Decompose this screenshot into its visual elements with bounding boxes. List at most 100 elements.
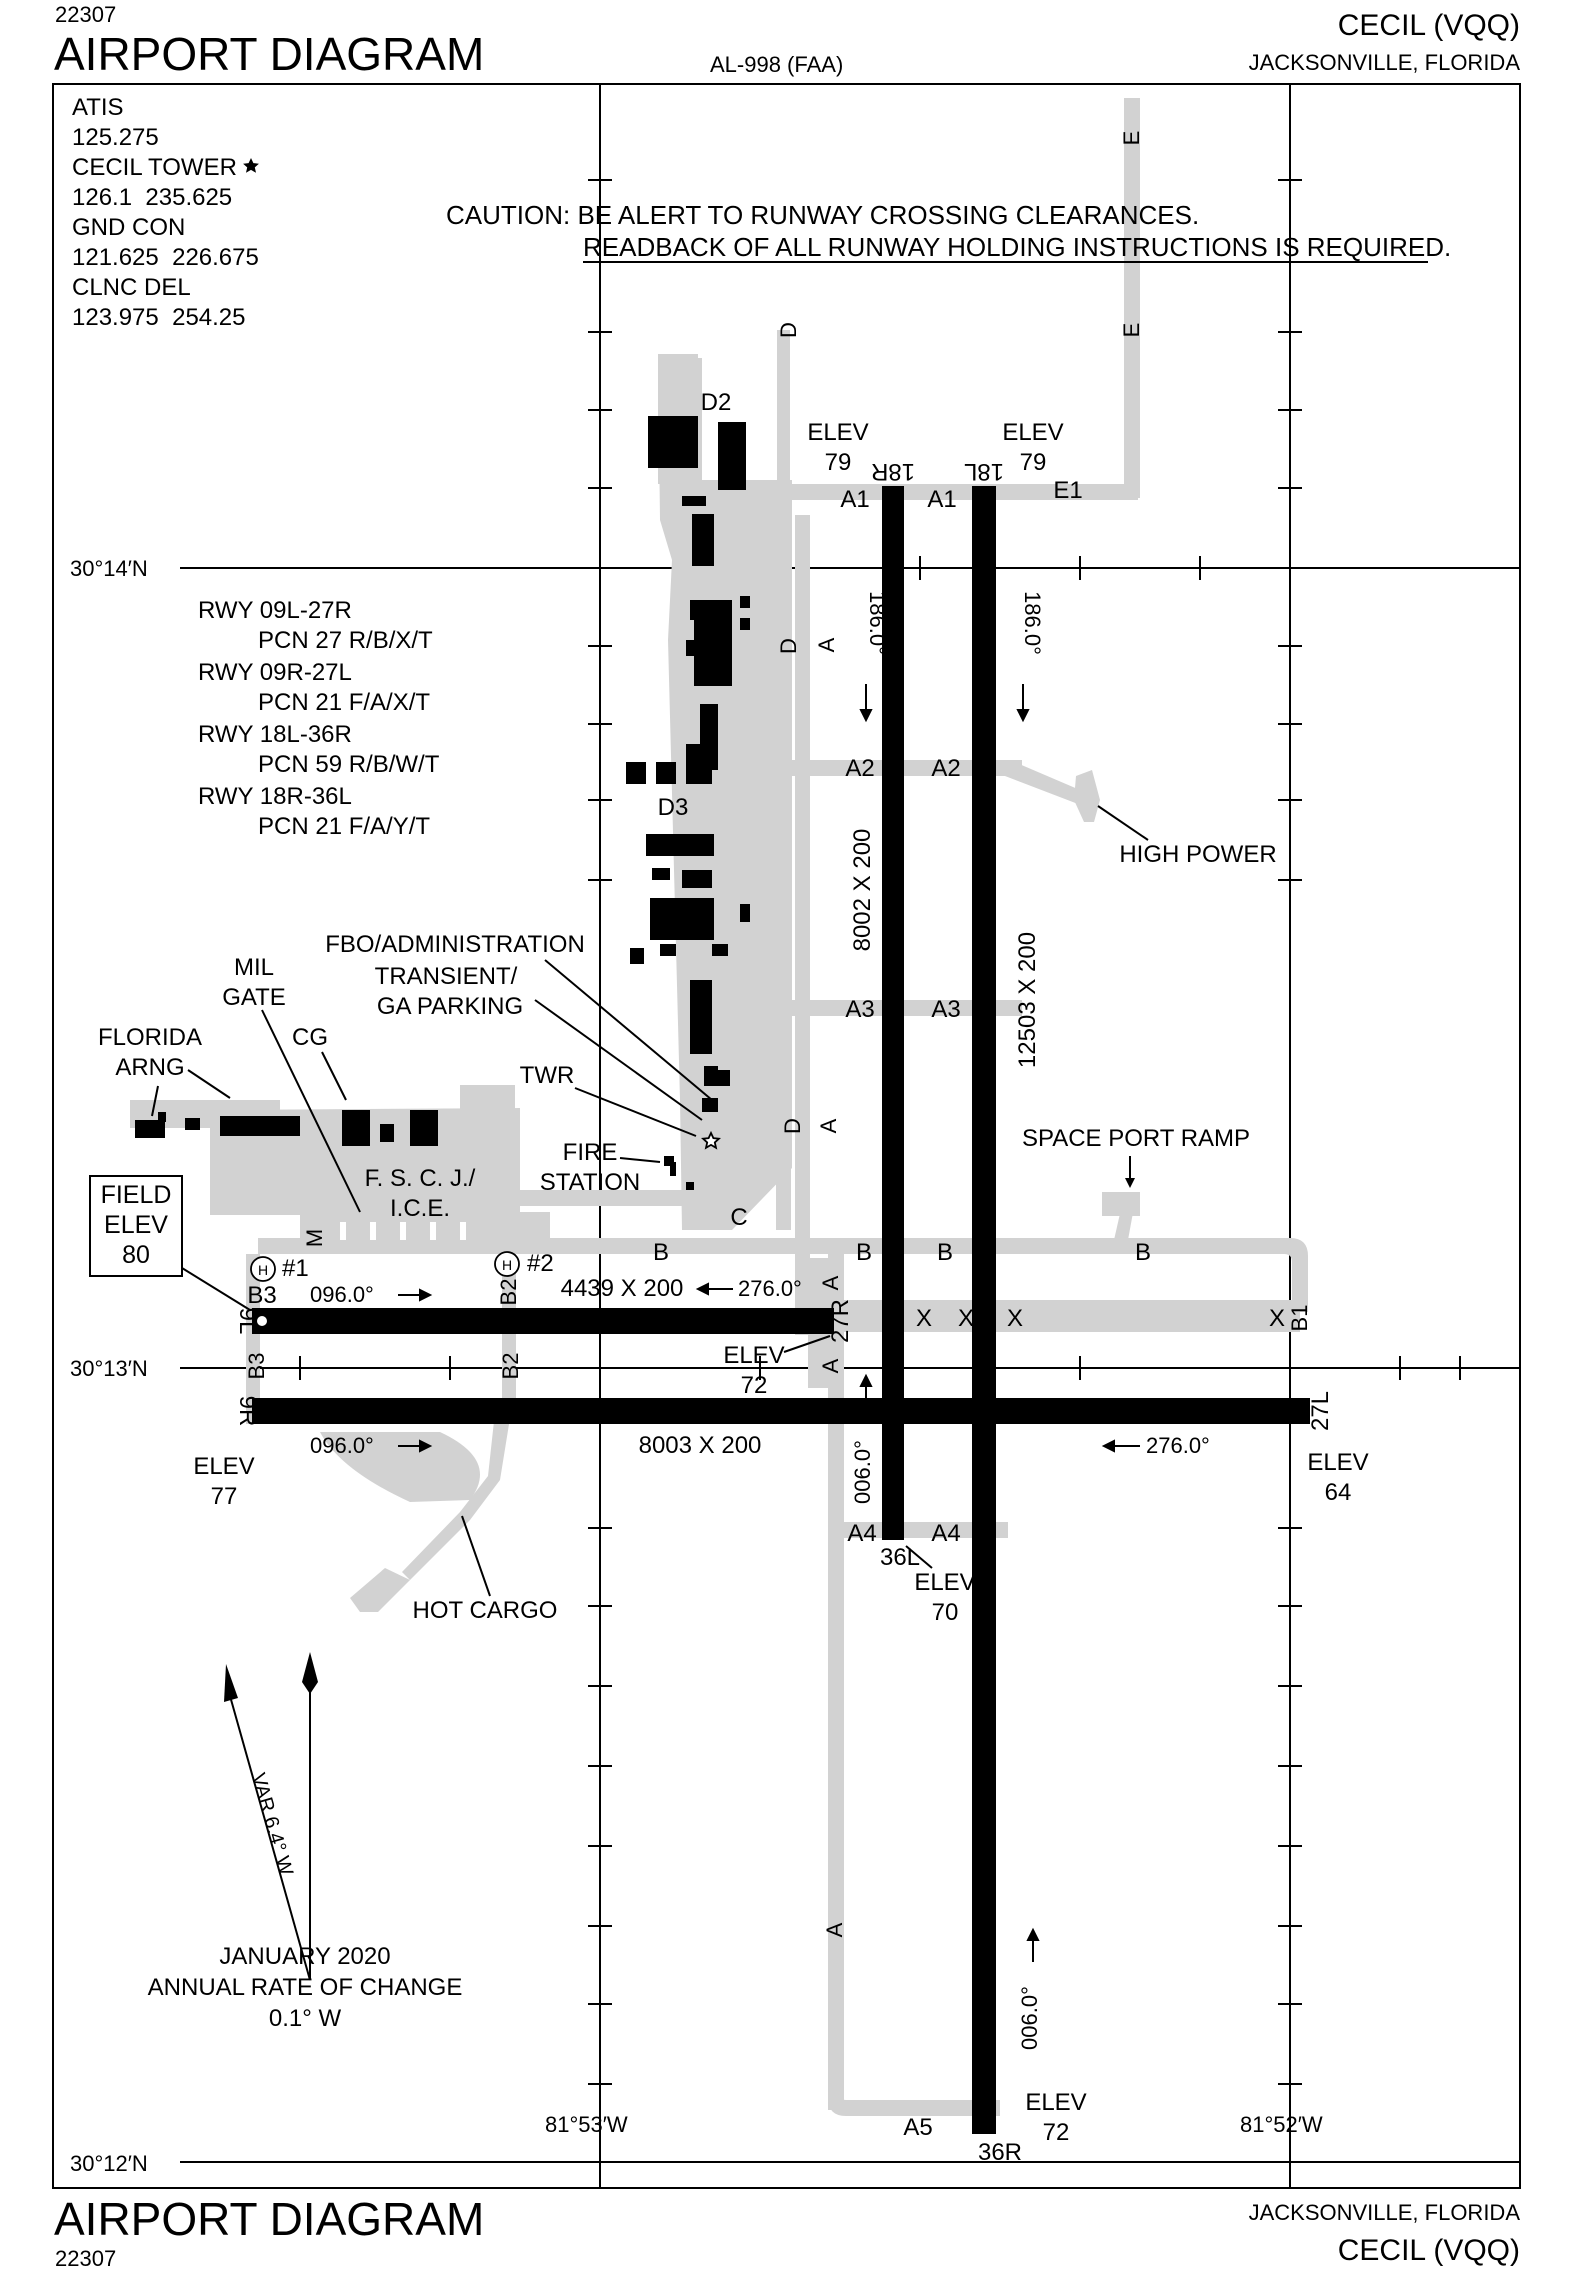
callout-fbo: FBO/ADMINISTRATION [325, 931, 585, 958]
bldg [652, 868, 670, 880]
road-to-apron [520, 1190, 720, 1206]
pcn-block: RWY 09L-27R PCN 27 R/B/X/T RWY 09R-27L P… [198, 597, 440, 840]
bldg [650, 898, 714, 940]
bldg [690, 980, 712, 1054]
twy-label-a4: A4 [931, 1520, 960, 1547]
twy-label-a3: A3 [931, 996, 960, 1023]
header-airport-name: CECIL (VQQ) [1338, 9, 1520, 42]
rwy-label-36l: 36L [880, 1544, 920, 1571]
bldg [686, 1182, 694, 1190]
twy-label-b2: B2 [496, 1279, 521, 1306]
bldg-fire-station [670, 1162, 676, 1176]
twy-label-d: D [776, 322, 801, 338]
twy-label-m: M [302, 1229, 327, 1247]
helipad-1-h: H [258, 1262, 268, 1278]
callout-transient-1: TRANSIENT/ [375, 963, 518, 990]
bldg [718, 1070, 730, 1086]
bldg [626, 762, 646, 784]
rwy-hdg-096-9r: 096.0° [310, 1433, 374, 1458]
elev-36r-label: ELEV [1025, 2089, 1086, 2116]
elev-27r-leader [783, 1335, 831, 1353]
hot-cargo-pad [350, 1568, 410, 1612]
callout-high-power: HIGH POWER [1119, 841, 1276, 868]
footer-title: AIRPORT DIAGRAM [54, 2193, 484, 2245]
taxiway-x [830, 1300, 1300, 1332]
twy-label-b3: B3 [244, 1353, 269, 1380]
star-icon [243, 158, 259, 173]
callout-transient-2: GA PARKING [377, 993, 523, 1020]
header-location: JACKSONVILLE, FLORIDA [1249, 50, 1521, 75]
pcn-value-09r-27l: PCN 21 F/A/X/T [258, 689, 430, 716]
taxiway-e [1124, 98, 1140, 498]
callout-florida-2: ARNG [115, 1054, 184, 1081]
bldg [682, 870, 712, 888]
callout-mil-2: GATE [222, 984, 286, 1011]
runway-18r-36l [882, 486, 904, 1540]
runways [252, 486, 1310, 2134]
high-power-connector [1005, 760, 1080, 804]
helipad-1-label: #1 [282, 1255, 309, 1282]
bldg-cg [410, 1110, 438, 1146]
tower-star-icon [701, 1130, 721, 1150]
pcn-value-18r-36l: PCN 21 F/A/Y/T [258, 813, 430, 840]
twy-label-b: B [653, 1239, 669, 1266]
gate-slits [340, 1222, 466, 1240]
runway-9l-threshold-light [257, 1316, 267, 1326]
bldg [702, 1098, 718, 1112]
taxiway-a2 [792, 760, 1022, 776]
freq-tower-label: CECIL TOWER [72, 154, 237, 181]
callout-high-power-leader [1097, 805, 1149, 841]
bldg [690, 600, 704, 620]
buildings [135, 416, 750, 1190]
variation-rate-2: 0.1° W [269, 2005, 342, 2032]
frequency-block: ATIS 125.275 CECIL TOWER 126.1 235.625 G… [72, 94, 259, 331]
rwy-label-36r: 36R [978, 2139, 1022, 2166]
twy-label-a1: A1 [927, 486, 956, 513]
callout-hot-cargo-leader [461, 1515, 491, 1597]
bldg [704, 1066, 718, 1086]
twy-label-a: A [816, 1118, 841, 1133]
pcn-value-09l-27r: PCN 27 R/B/X/T [258, 627, 433, 654]
freq-clearance-label: CLNC DEL [72, 274, 191, 301]
elev-36r-value: 72 [1043, 2119, 1070, 2146]
bldg-d2-tall [718, 422, 746, 490]
rwy-hdg-186-18l: 186.0° [1020, 591, 1045, 655]
twy-label-b1: B1 [1287, 1305, 1312, 1332]
taxiway-e1 [985, 484, 1135, 500]
rwy-label-27l: 27L [1307, 1391, 1334, 1431]
helipad-2-icon [494, 1251, 520, 1277]
rwy-dim-18r: 8002 X 200 [849, 829, 876, 952]
bldg-fire-station [664, 1156, 674, 1166]
hot-cargo-taxiway [402, 1412, 510, 1580]
taxiway-a5 [828, 2098, 1000, 2116]
helipad-2-label: #2 [527, 1250, 554, 1277]
twy-label-b2: B2 [498, 1353, 523, 1380]
twy-label-x: X [1269, 1305, 1285, 1332]
field-elev-box [89, 1175, 183, 1277]
taxiway-a-west [795, 515, 810, 1335]
rwy-label-9r: 9R [234, 1396, 261, 1427]
pcn-rwy-09l-27r: RWY 09L-27R [198, 597, 352, 624]
heading-arrows [398, 684, 1140, 1962]
twy-label-d2: D2 [701, 389, 732, 416]
runway-18l-36r [972, 486, 996, 2134]
bldg [740, 618, 750, 630]
variation-date: JANUARY 2020 [219, 1943, 390, 1970]
callout-transient-leader [534, 999, 703, 1121]
twy-label-b3: B3 [247, 1282, 276, 1309]
callout-fscj-1: F. S. C. J./ [365, 1165, 476, 1192]
pcn-rwy-18l-36r: RWY 18L-36R [198, 721, 352, 748]
twy-label-a1: A1 [840, 486, 869, 513]
hot-cargo-apron [320, 1432, 480, 1502]
lon-label-81-53: 81°53′W [545, 2112, 628, 2137]
taxiway-b2 [502, 1254, 516, 1419]
freq-tower-value: 126.1 235.625 [72, 184, 232, 211]
freq-ground-label: GND CON [72, 214, 185, 241]
true-north-arrow-icon [302, 1652, 318, 1694]
lat-label-30-12: 30°12′N [70, 2151, 148, 2176]
callout-arng-leader-1 [151, 1085, 159, 1117]
taxiway-d-north [777, 330, 790, 490]
bldg [656, 762, 676, 784]
taxiway-b [258, 1238, 1308, 1312]
elev-27r-value: 72 [741, 1372, 768, 1399]
